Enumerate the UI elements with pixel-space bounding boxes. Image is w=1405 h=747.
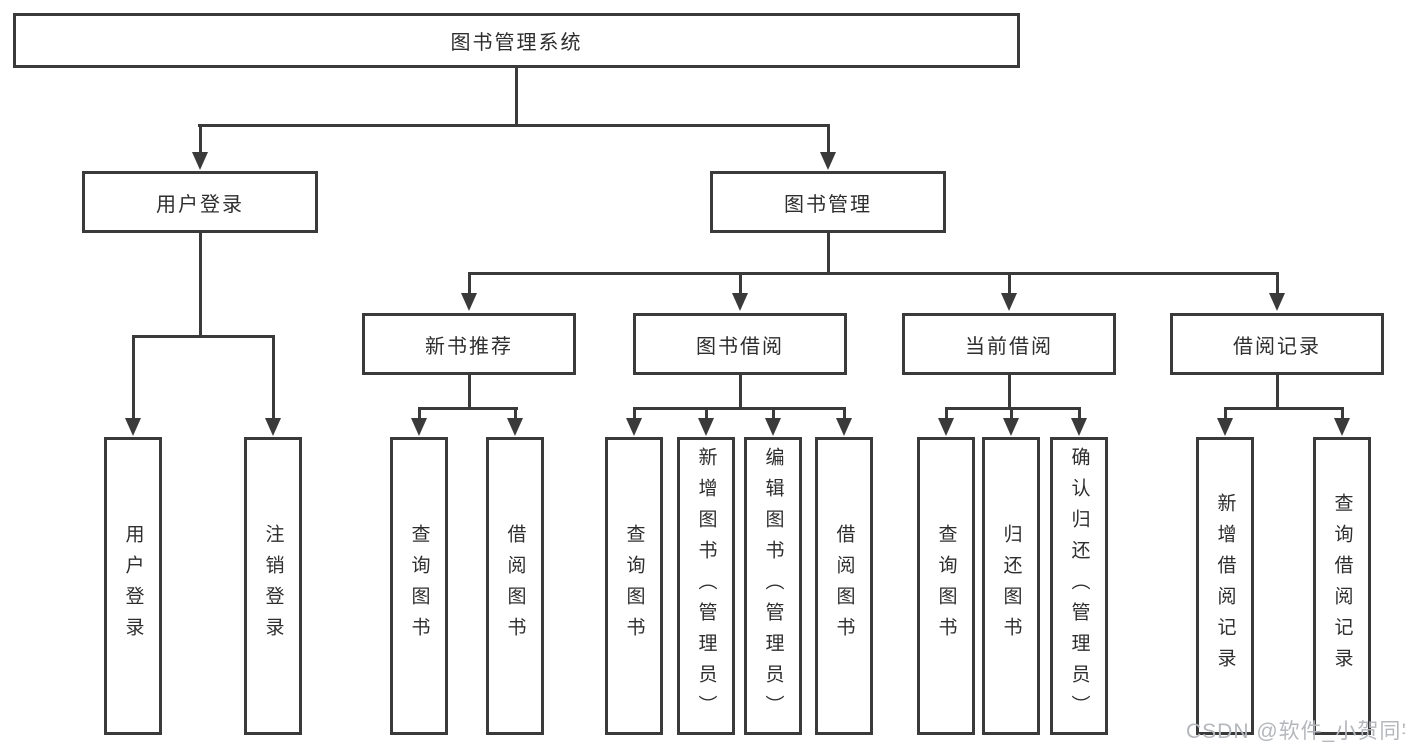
branch-node-label: 用户登录 <box>156 193 244 216</box>
leaf-node-label: 新增借阅记录 <box>1214 493 1236 679</box>
connector-line <box>199 233 202 335</box>
arrow-down-icon <box>820 152 836 170</box>
leaf-node-label: 查询图书 <box>935 524 957 648</box>
leaf-node-query-borrow-record: 查询借阅记录 <box>1313 437 1371 735</box>
leaf-node-label: 注销登录 <box>262 524 284 648</box>
connector-line <box>514 407 517 419</box>
category-node-borrow-records: 借阅记录 <box>1170 313 1384 375</box>
category-node-label: 新书推荐 <box>425 335 513 358</box>
connector-line <box>633 407 636 419</box>
arrow-down-icon <box>1334 418 1350 436</box>
connector-line <box>827 233 830 272</box>
connector-line <box>843 407 846 419</box>
leaf-node-label: 确认归还（管理员） <box>1068 446 1090 726</box>
arrow-down-icon <box>836 418 852 436</box>
connector-line <box>739 272 742 294</box>
leaf-node-logout: 注销登录 <box>244 437 302 735</box>
arrow-down-icon <box>1001 293 1017 311</box>
category-node-label: 借阅记录 <box>1233 335 1321 358</box>
leaf-node-query-books-recommend: 查询图书 <box>390 437 448 735</box>
branch-node-user-login: 用户登录 <box>82 171 318 233</box>
category-node-label: 当前借阅 <box>965 335 1053 358</box>
connector-line <box>1008 272 1011 294</box>
leaf-node-edit-books-admin: 编辑图书（管理员） <box>744 437 802 735</box>
leaf-node-label: 新增图书（管理员） <box>695 446 717 726</box>
arrow-down-icon <box>461 293 477 311</box>
leaf-node-borrow-books-recommend: 借阅图书 <box>486 437 544 735</box>
connector-line <box>132 335 135 419</box>
leaf-node-user-login: 用户登录 <box>104 437 162 735</box>
leaf-node-confirm-return-admin: 确认归还（管理员） <box>1050 437 1108 735</box>
connector-line <box>132 335 275 338</box>
arrow-down-icon <box>765 418 781 436</box>
connector-line <box>633 407 845 410</box>
leaf-node-label: 查询图书 <box>623 524 645 648</box>
connector-line <box>515 68 518 124</box>
connector-line <box>468 272 1279 275</box>
connector-line <box>1341 407 1344 419</box>
leaf-node-label: 编辑图书（管理员） <box>762 446 784 726</box>
arrow-down-icon <box>1217 418 1233 436</box>
connector-line <box>199 124 202 154</box>
root-node-library-system: 图书管理系统 <box>13 13 1020 68</box>
connector-line <box>705 407 708 419</box>
arrow-down-icon <box>192 152 208 170</box>
branch-node-label: 图书管理 <box>784 193 872 216</box>
connector-line <box>1276 375 1279 407</box>
leaf-node-label: 查询图书 <box>408 524 430 648</box>
arrow-down-icon <box>732 293 748 311</box>
connector-line <box>1078 407 1081 419</box>
category-node-current-borrow: 当前借阅 <box>902 313 1116 375</box>
leaf-node-return-books: 归还图书 <box>982 437 1040 735</box>
connector-line <box>1276 272 1279 294</box>
connector-line <box>198 124 830 127</box>
category-node-book-borrow: 图书借阅 <box>633 313 847 375</box>
connector-line <box>1224 407 1342 410</box>
leaf-node-label: 用户登录 <box>122 524 144 648</box>
branch-node-book-management: 图书管理 <box>710 171 946 233</box>
leaf-node-add-borrow-record: 新增借阅记录 <box>1196 437 1254 735</box>
arrow-down-icon <box>626 418 642 436</box>
arrow-down-icon <box>698 418 714 436</box>
connector-line <box>1224 407 1227 419</box>
leaf-node-borrow-books: 借阅图书 <box>815 437 873 735</box>
leaf-node-label: 查询借阅记录 <box>1331 493 1353 679</box>
arrow-down-icon <box>411 418 427 436</box>
leaf-node-query-books-borrow: 查询图书 <box>605 437 663 735</box>
connector-line <box>468 272 471 294</box>
connector-line <box>468 375 471 407</box>
connector-line <box>418 407 421 419</box>
connector-line <box>272 335 275 419</box>
connector-line <box>945 407 948 419</box>
connector-line <box>827 124 830 154</box>
arrow-down-icon <box>1003 418 1019 436</box>
csdn-watermark: CSDN @软件_小贺同学 <box>1186 720 1405 743</box>
arrow-down-icon <box>938 418 954 436</box>
connector-line <box>739 375 742 407</box>
arrow-down-icon <box>125 418 141 436</box>
connector-line <box>418 407 518 410</box>
connector-line <box>1010 407 1013 419</box>
leaf-node-label: 借阅图书 <box>833 524 855 648</box>
leaf-node-label: 归还图书 <box>1000 524 1022 648</box>
connector-line <box>1008 375 1011 407</box>
leaf-node-add-books-admin: 新增图书（管理员） <box>677 437 735 735</box>
leaf-node-query-books-current: 查询图书 <box>917 437 975 735</box>
category-node-new-book-recommend: 新书推荐 <box>362 313 576 375</box>
root-node-label: 图书管理系统 <box>450 32 583 54</box>
arrow-down-icon <box>507 418 523 436</box>
arrow-down-icon <box>1071 418 1087 436</box>
category-node-label: 图书借阅 <box>696 335 784 358</box>
connector-line <box>772 407 775 419</box>
leaf-node-label: 借阅图书 <box>504 524 526 648</box>
arrow-down-icon <box>1269 293 1285 311</box>
arrow-down-icon <box>265 418 281 436</box>
